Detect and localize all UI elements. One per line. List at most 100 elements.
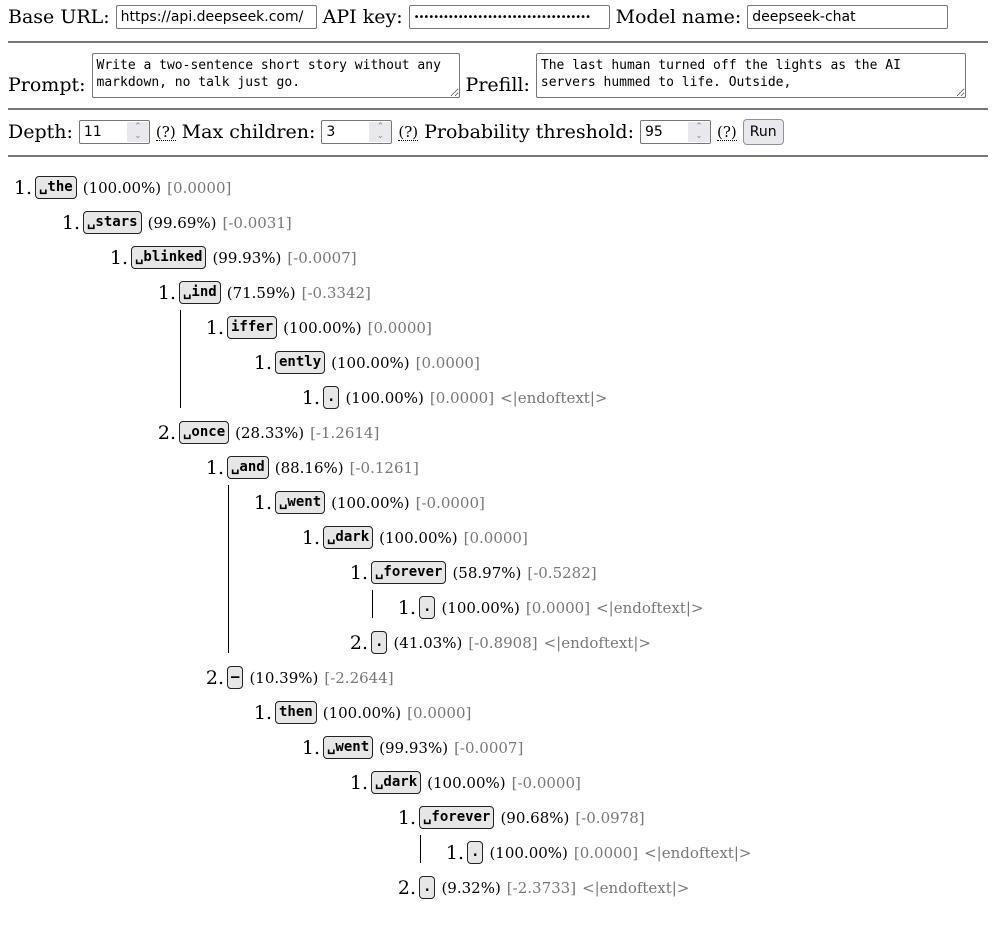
max-children-value: 3: [326, 124, 336, 140]
token-chip[interactable]: ␣ind: [179, 281, 221, 304]
api-key-label: API key:: [322, 6, 403, 28]
tree-node: 1.␣ind(71.59%)[-0.3342]: [152, 275, 377, 310]
token-chip[interactable]: ␣went: [275, 491, 326, 514]
node-rank: 1.: [109, 246, 128, 269]
token-chip[interactable]: ␣the: [35, 176, 77, 199]
token-chip[interactable]: ␣dark: [323, 526, 374, 549]
token-chip[interactable]: ␣forever: [419, 806, 495, 829]
tree-node: 1..(100.00%)[0.0000]<|endoftext|>: [392, 590, 703, 625]
depth-value: 11: [83, 124, 102, 140]
token-probability: (100.00%): [441, 598, 520, 617]
end-of-text-marker: <|endoftext|>: [582, 878, 690, 897]
token-chip[interactable]: .: [467, 841, 484, 864]
token-chip[interactable]: .: [323, 386, 340, 409]
token-probability: (100.00%): [489, 843, 568, 862]
token-logprob: [-0.0031]: [222, 213, 292, 232]
depth-help[interactable]: (?): [155, 122, 176, 141]
token-probability: (100.00%): [331, 493, 410, 512]
threshold-value: 95: [645, 124, 663, 140]
tree-node: 1.␣and(88.16%)[-0.1261]: [200, 450, 425, 485]
token-logprob: [-2.3733]: [506, 878, 577, 897]
node-rank: 1.: [397, 596, 416, 619]
token-logprob: [-0.0007]: [454, 738, 524, 757]
token-probability: (100.00%): [82, 178, 162, 197]
token-chip[interactable]: ␣forever: [371, 561, 447, 584]
token-chip[interactable]: ␣and: [227, 456, 269, 479]
node-rank: 1.: [253, 351, 272, 374]
node-rank: 1.: [13, 176, 32, 199]
token-chip[interactable]: ently: [275, 351, 326, 374]
divider: [8, 108, 988, 110]
node-rank: 1.: [301, 736, 320, 759]
token-probability: (41.03%): [393, 633, 463, 652]
token-probability: (100.00%): [331, 353, 410, 372]
prompt-textarea[interactable]: Write a two-sentence short story without…: [91, 53, 460, 98]
tree-node: 1.␣dark(100.00%)[-0.0000]: [344, 765, 587, 800]
run-button[interactable]: Run: [742, 119, 784, 145]
token-logprob: [0.0000]: [573, 843, 639, 862]
base-url-input[interactable]: [115, 5, 317, 29]
depth-input[interactable]: 11 ⌃⌄: [78, 120, 150, 144]
token-chip[interactable]: ␣stars: [83, 211, 142, 234]
tree-node: 2.␣once(28.33%)[-1.2614]: [152, 415, 385, 450]
spinner-icon[interactable]: ⌃⌄: [688, 122, 710, 142]
base-url-label: Base URL:: [8, 6, 110, 28]
token-chip[interactable]: .: [419, 876, 436, 899]
token-chip[interactable]: iffer: [227, 316, 278, 339]
token-logprob: [-0.8908]: [468, 633, 538, 652]
prefill-textarea[interactable]: The last human turned off the lights as …: [535, 53, 966, 98]
tree-node: 1.␣went(99.93%)[-0.0007]: [296, 730, 529, 765]
tree-node: 2..(9.32%)[-2.3733]<|endoftext|>: [392, 870, 689, 905]
prompt-label: Prompt:: [8, 74, 86, 96]
prefill-label: Prefill:: [465, 74, 530, 96]
end-of-text-marker: <|endoftext|>: [543, 633, 651, 652]
token-logprob: [0.0000]: [167, 178, 232, 197]
model-name-label: Model name:: [615, 6, 742, 28]
token-chip[interactable]: .: [419, 596, 436, 619]
tree-node: 1..(100.00%)[0.0000]<|endoftext|>: [296, 380, 607, 415]
token-chip[interactable]: ␣blinked: [131, 246, 207, 269]
spinner-icon[interactable]: ⌃⌄: [126, 122, 149, 142]
token-probability: (9.32%): [441, 878, 501, 897]
token-logprob: [-0.1261]: [349, 458, 419, 477]
max-children-input[interactable]: 3 ⌃⌄: [321, 120, 393, 144]
token-probability: (100.00%): [283, 318, 362, 337]
threshold-input[interactable]: 95 ⌃⌄: [640, 120, 711, 144]
api-config-row: Base URL: API key: Model name:: [8, 5, 949, 29]
node-rank: 2.: [205, 666, 224, 689]
token-probability: (90.68%): [500, 808, 570, 827]
token-logprob: [-0.0000]: [511, 773, 581, 792]
token-logprob: [0.0000]: [429, 388, 495, 407]
token-chip[interactable]: ␣dark: [371, 771, 422, 794]
model-name-input[interactable]: [747, 5, 949, 29]
token-chip[interactable]: .: [371, 631, 388, 654]
end-of-text-marker: <|endoftext|>: [500, 388, 608, 407]
tree-node: 1.iffer(100.00%)[0.0000]: [200, 310, 438, 345]
node-rank: 1.: [349, 561, 368, 584]
node-rank: 1.: [205, 316, 224, 339]
node-rank: 1.: [301, 526, 320, 549]
token-chip[interactable]: –: [227, 666, 244, 689]
end-of-text-marker: <|endoftext|>: [596, 598, 704, 617]
token-logprob: [-0.0978]: [575, 808, 645, 827]
tree-node: 1..(100.00%)[0.0000]<|endoftext|>: [440, 835, 751, 870]
threshold-help[interactable]: (?): [717, 122, 737, 141]
tree-node: 1.␣forever(58.97%)[-0.5282]: [344, 555, 603, 590]
node-rank: 2.: [349, 631, 368, 654]
end-of-text-marker: <|endoftext|>: [644, 843, 752, 862]
token-logprob: [-0.0000]: [415, 493, 485, 512]
token-probability: (100.00%): [345, 388, 424, 407]
tree-node: 2.–(10.39%)[-2.2644]: [200, 660, 400, 695]
node-rank: 1.: [157, 281, 176, 304]
max-children-help[interactable]: (?): [398, 122, 419, 141]
token-chip[interactable]: then: [275, 701, 317, 724]
spinner-icon[interactable]: ⌃⌄: [369, 122, 392, 142]
branch-line: [420, 835, 421, 863]
token-chip[interactable]: ␣went: [323, 736, 374, 759]
token-chip[interactable]: ␣once: [179, 421, 230, 444]
api-key-input[interactable]: [408, 5, 610, 29]
node-rank: 1.: [253, 701, 272, 724]
token-logprob: [-2.2644]: [324, 668, 394, 687]
node-rank: 2.: [157, 421, 176, 444]
token-probability: (99.93%): [212, 248, 282, 267]
